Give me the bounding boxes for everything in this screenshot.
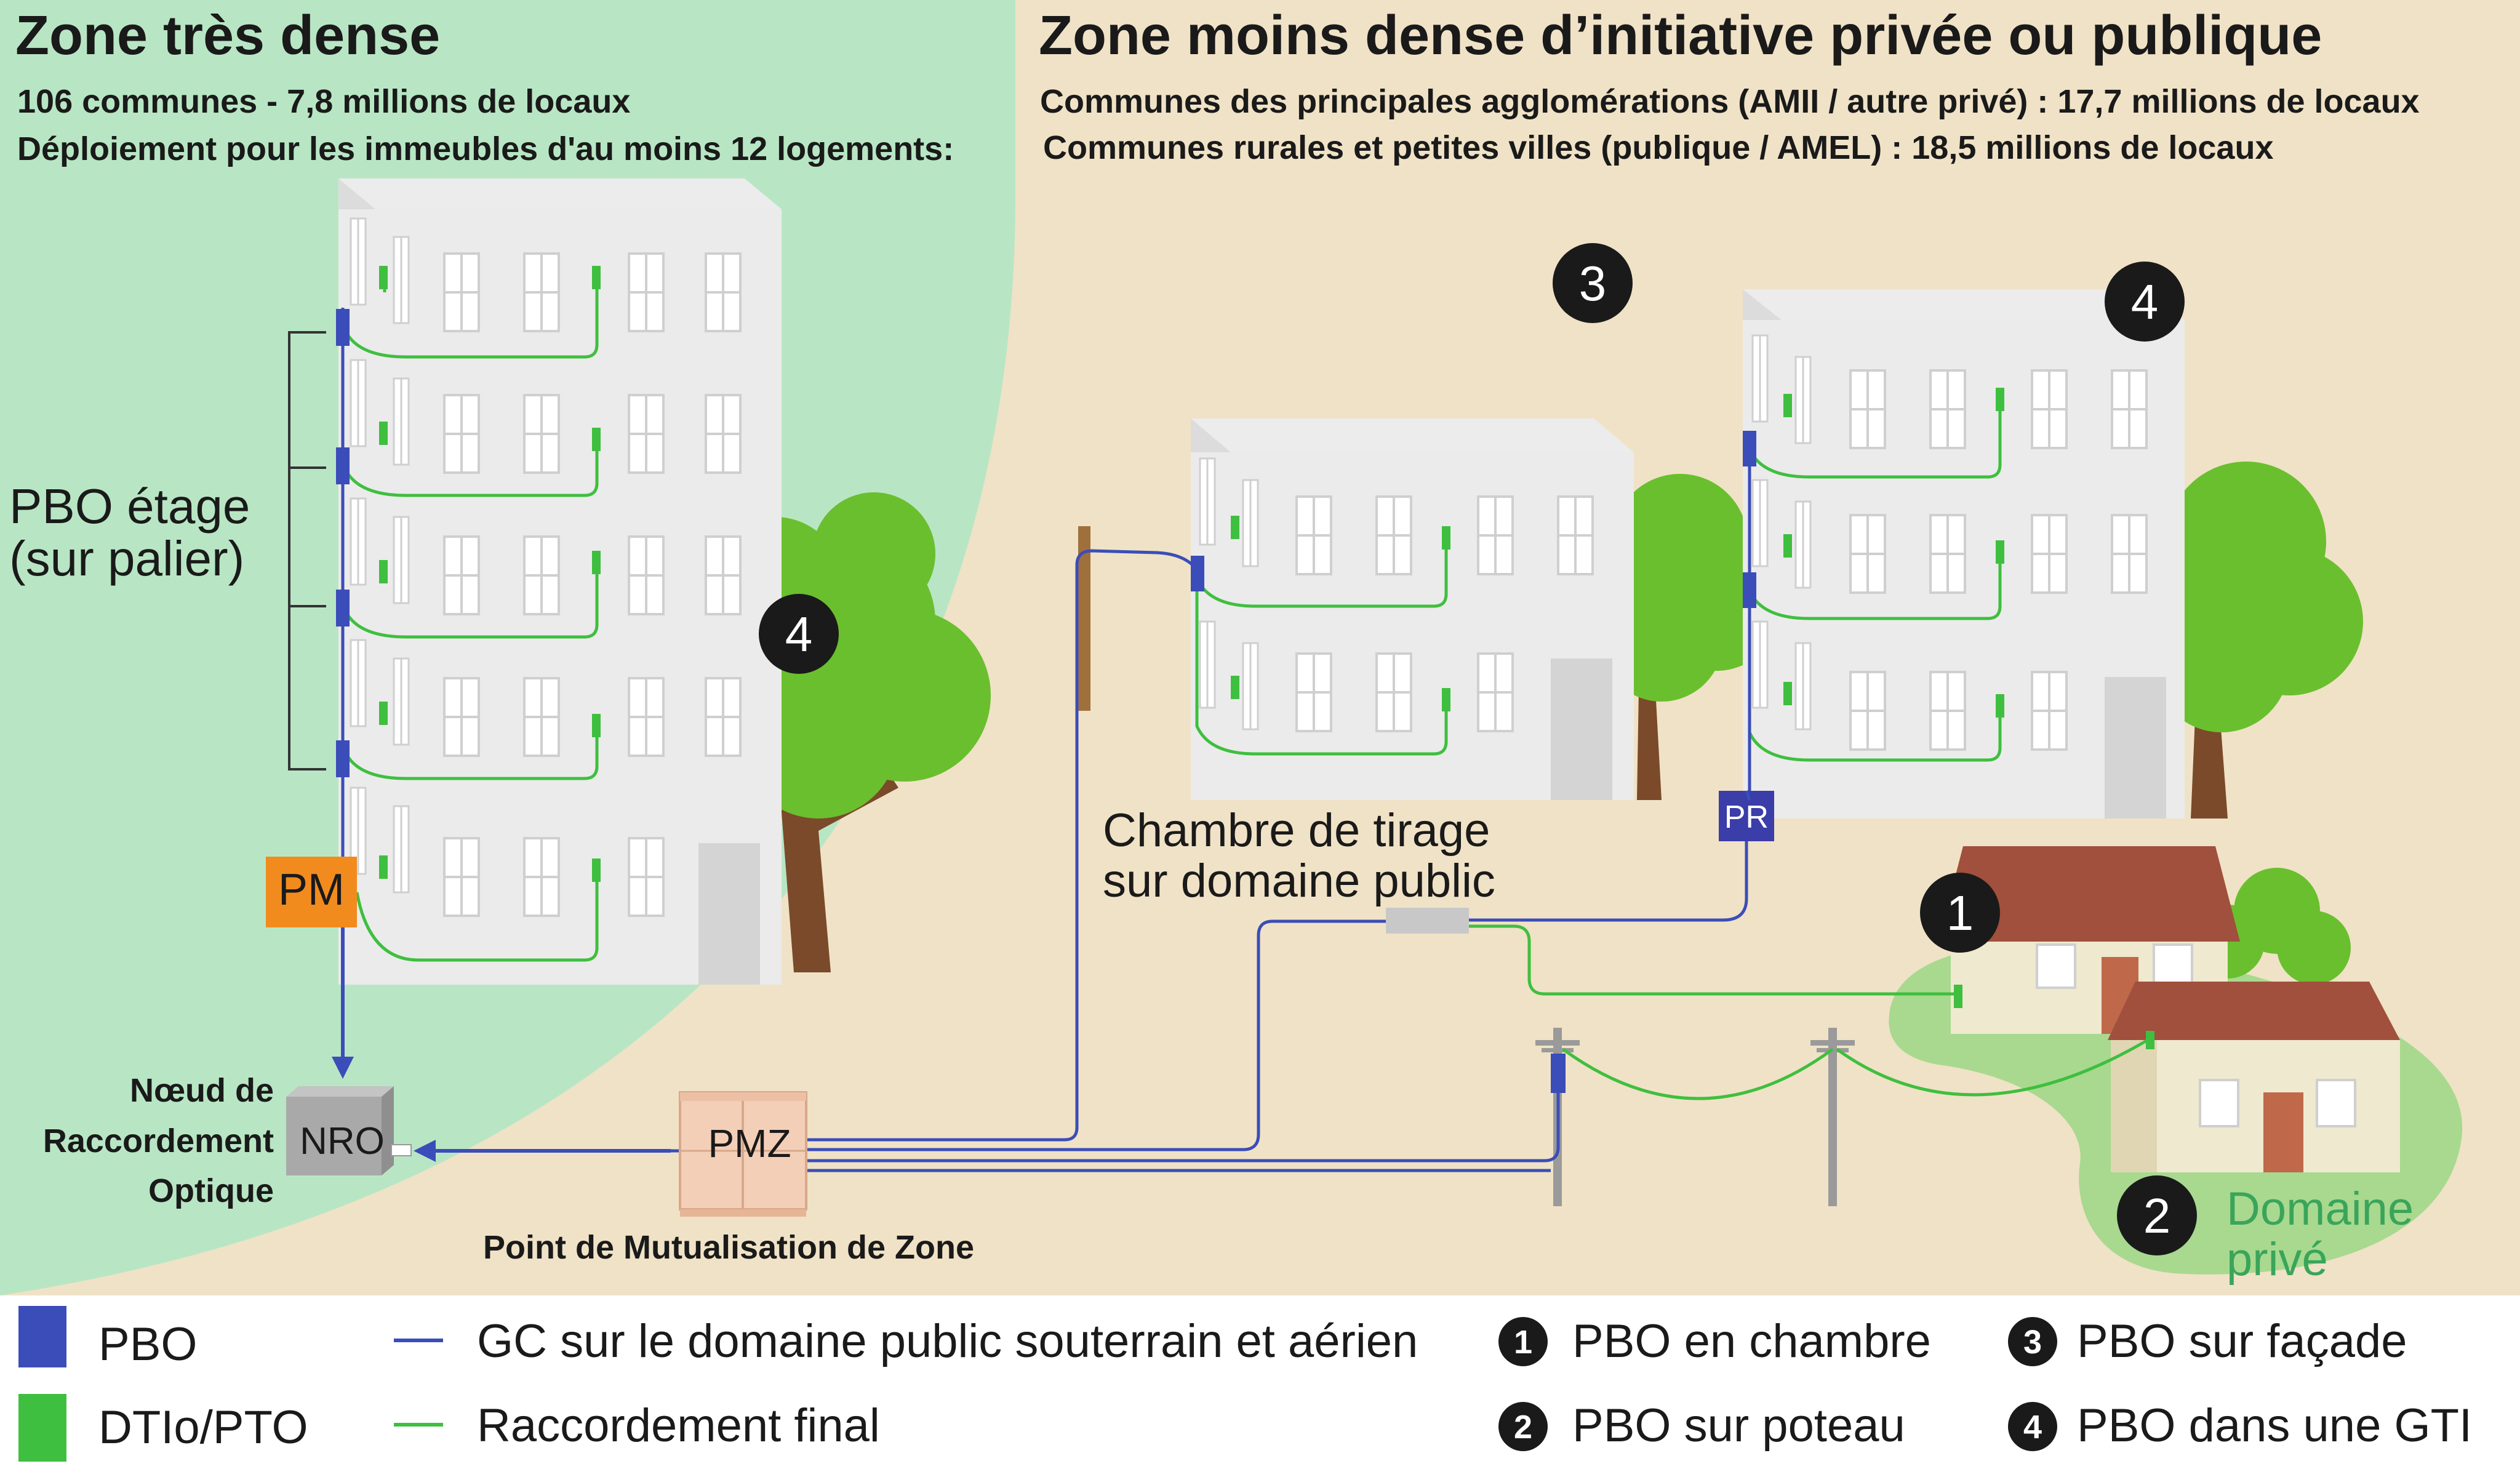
badge-4-left-number: 4 (785, 607, 813, 662)
less-dense-zone-line1: Communes des principales agglomérations … (1040, 83, 2420, 120)
legend-badge-3-number: 3 (2023, 1324, 2042, 1361)
pbo-etage-sublabel: (sur palier) (9, 531, 244, 586)
legend-badge-1-number: 1 (1514, 1324, 1532, 1361)
building-middle (1191, 418, 1634, 800)
badge-4-left (759, 594, 839, 674)
legend-badge-4 (2008, 1402, 2057, 1451)
dense-zone-line2: Déploiement pour les immeubles d'au moin… (17, 130, 954, 167)
wooden-pole (1078, 526, 1090, 711)
legend-badge-2 (1498, 1402, 1548, 1451)
badge-1-number: 1 (1946, 886, 1974, 940)
building-right (1743, 289, 2185, 819)
legend-item1-label: PBO en chambre (1572, 1315, 1931, 1367)
badge-2-number: 2 (2143, 1188, 2171, 1243)
less-dense-zone-title: Zone moins dense d’initiative privée ou … (1039, 5, 2322, 66)
pbo-on-pole[interactable] (1551, 1054, 1566, 1093)
building-dense-zone (336, 178, 782, 985)
chambre-label-1: Chambre de tirage (1103, 804, 1490, 857)
badge-2 (2117, 1175, 2197, 1255)
legend-badge-1 (1498, 1317, 1548, 1366)
legend-band (0, 1295, 2520, 1477)
pr-box[interactable] (1719, 791, 1774, 841)
domaine-prive-label-1: Domaine (2226, 1183, 2414, 1235)
chambre-de-tirage[interactable] (1386, 908, 1469, 934)
pr-label: PR (1724, 799, 1769, 835)
nro-box-label: NRO (300, 1120, 385, 1163)
badge-4-right (2105, 262, 2185, 342)
less-dense-zone-line2: Communes rurales et petites villes (publ… (1043, 129, 2273, 166)
nro-label-3: Optique (148, 1172, 274, 1209)
pm-box (266, 857, 357, 927)
badge-1 (1920, 873, 2000, 953)
raccordement-final-lines (1469, 924, 2149, 1100)
pmz-box-label: PMZ (708, 1121, 791, 1166)
legend-raccordement-label: Raccordement final (477, 1399, 880, 1452)
domaine-prive-label-2: privé (2226, 1233, 2328, 1286)
legend-gc-label: GC sur le domaine public souterrain et a… (477, 1315, 1418, 1367)
tree-right (2129, 462, 2363, 819)
badge-3 (1553, 243, 1633, 323)
dense-zone-title: Zone très dense (15, 5, 440, 66)
pbo-etage-bracket (288, 331, 326, 771)
gc-network-lines (671, 549, 1751, 1172)
legend-item4-label: PBO dans une GTI (2077, 1399, 2472, 1452)
badge-3-number: 3 (1579, 256, 1607, 311)
nro-label-1: Nœud de (130, 1072, 274, 1109)
pbo-etage-label: PBO étage (9, 479, 250, 534)
legend-dtio-label: DTIo/PTO (98, 1401, 308, 1454)
legend-pbo-swatch (18, 1306, 66, 1367)
badge-4-right-number: 4 (2131, 274, 2159, 329)
dense-zone-line1: 106 communes - 7,8 millions de locaux (17, 83, 630, 120)
legend-dtio-swatch (18, 1394, 66, 1462)
house-front (2108, 982, 2400, 1172)
dtio-house-back (1954, 985, 1962, 1008)
legend-pbo-label: PBO (98, 1318, 198, 1371)
chambre-label-2: sur domaine public (1103, 855, 1495, 907)
dtio-house-front (2146, 1031, 2154, 1049)
legend-item2-label: PBO sur poteau (1572, 1399, 1905, 1452)
legend-item3-label: PBO sur façade (2077, 1315, 2407, 1367)
pmz-caption: Point de Mutualisation de Zone (483, 1229, 974, 1266)
nro-label-2: Raccordement (43, 1123, 274, 1159)
pm-label: PM (278, 865, 345, 915)
legend-badge-2-number: 2 (1514, 1409, 1532, 1446)
nro-box (286, 1086, 412, 1175)
pmz-cabinet[interactable] (679, 1091, 807, 1217)
legend-badge-4-number: 4 (2023, 1409, 2042, 1446)
legend-badge-3 (2008, 1317, 2057, 1366)
